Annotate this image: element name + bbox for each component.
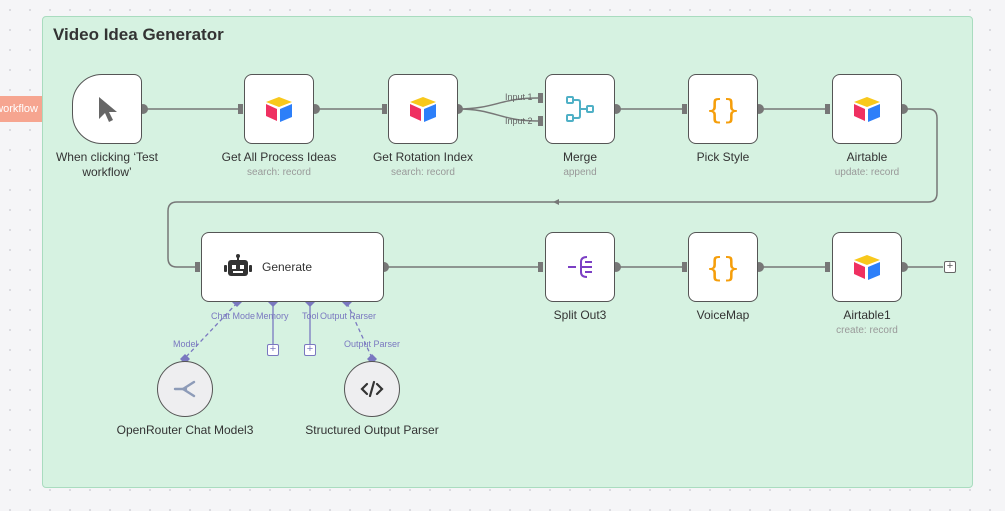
node-airtable-sub: update: record — [834, 167, 900, 178]
braces-icon: {} — [706, 250, 740, 284]
merge-icon — [566, 96, 594, 122]
node-pick-style[interactable]: {} — [688, 74, 758, 144]
parser-port-label: Output Parser — [344, 339, 401, 349]
add-tool-button[interactable]: + — [304, 344, 316, 356]
connection-airtable-generate — [167, 108, 938, 268]
node-trigger[interactable] — [72, 74, 142, 144]
external-trigger-label: workflow — [0, 103, 38, 115]
airtable-icon — [410, 97, 436, 122]
node-airtable1-label: Airtable1 — [843, 308, 891, 322]
node-openrouter-chat-model[interactable] — [157, 361, 213, 417]
merge-input-1-label: Input 1 — [505, 92, 533, 102]
node-openrouter-label: OpenRouter Chat Model3 — [116, 423, 254, 437]
node-generate[interactable]: Generate — [201, 232, 384, 302]
add-memory-button[interactable]: + — [267, 344, 279, 356]
node-merge-sub: append — [563, 167, 597, 178]
group-title: Video Idea Generator — [53, 25, 224, 44]
connection-rotation-merge-2 — [457, 108, 539, 122]
node-split-out[interactable] — [545, 232, 615, 302]
node-merge[interactable] — [545, 74, 615, 144]
add-node-button[interactable]: + — [944, 261, 956, 273]
airtable-icon — [854, 255, 880, 280]
node-get-all-sub: search: record — [247, 167, 311, 178]
airtable-icon — [854, 97, 880, 122]
node-get-all-label: Get All Process Ideas — [221, 150, 337, 164]
node-get-rotation-index[interactable] — [388, 74, 458, 144]
node-airtable-label: Airtable — [846, 150, 888, 164]
node-generate-label: Generate — [262, 260, 313, 274]
openrouter-port-label: Model — [173, 339, 198, 349]
node-structured-output-parser[interactable] — [344, 361, 400, 417]
subconnection-chatmodel — [184, 302, 238, 359]
node-airtable1[interactable] — [832, 232, 902, 302]
port-chat-model-label: Chat Mode — [211, 311, 256, 321]
merge-input-2-label: Input 2 — [505, 116, 533, 126]
node-parser-label: Structured Output Parser — [305, 423, 439, 437]
openrouter-icon — [173, 380, 196, 398]
node-voicemap[interactable]: {} — [688, 232, 758, 302]
port-memory-label: Memory — [256, 311, 289, 321]
node-voicemap-label: VoiceMap — [696, 308, 750, 322]
split-icon — [568, 256, 592, 278]
subconnection-parser — [346, 302, 373, 359]
braces-icon: {} — [706, 92, 740, 126]
code-icon — [360, 380, 384, 398]
cursor-icon — [99, 97, 117, 122]
node-get-rotation-label: Get Rotation Index — [372, 150, 474, 164]
node-get-all-process-ideas[interactable] — [244, 74, 314, 144]
node-airtable1-sub: create: record — [836, 325, 898, 336]
node-airtable[interactable] — [832, 74, 902, 144]
node-trigger-label: When clicking ‘Test workflow’ — [55, 150, 159, 179]
port-output-parser-label: Output Parser — [320, 311, 377, 321]
robot-icon — [224, 254, 252, 276]
node-get-rotation-sub: search: record — [391, 167, 455, 178]
node-merge-label: Merge — [562, 150, 597, 164]
node-pick-style-label: Pick Style — [696, 150, 750, 164]
port-tool-label: Tool — [302, 311, 319, 321]
airtable-icon — [266, 97, 292, 122]
node-split-out-label: Split Out3 — [553, 308, 607, 322]
